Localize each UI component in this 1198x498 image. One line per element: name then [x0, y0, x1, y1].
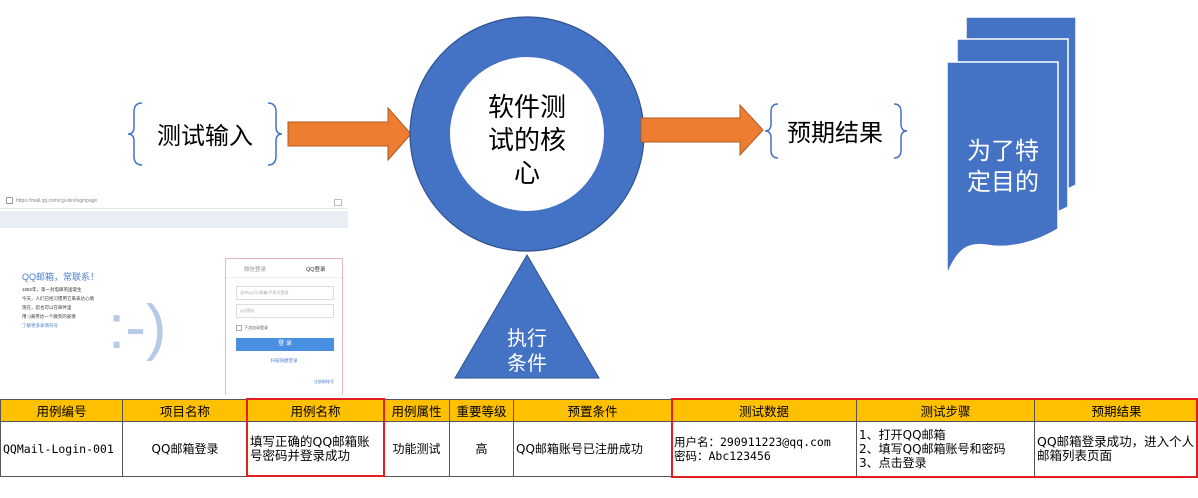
- test-data-cell: 用户名：290911223@qq.com 密码：Abc123456: [671, 421, 857, 477]
- condition-line-1: 执行: [507, 326, 547, 350]
- expected-label: 预期结果: [787, 119, 883, 147]
- lock-icon: [6, 197, 13, 205]
- expected-result-cell: QQ邮箱登录成功，进入个人邮箱列表页面: [1034, 421, 1198, 477]
- condition-triangle: [454, 254, 600, 379]
- test-case-table: 用例编号 项目名称 用例名称 用例属性 重要等级 预置条件 测试数据 测试步骤 …: [0, 399, 1198, 477]
- intro-line: 现在，您也可以在邮件里: [22, 305, 72, 310]
- table-row: QQMail-Login-001 QQ邮箱登录 填写正确的QQ邮箱账号密码并登录…: [0, 421, 1198, 477]
- test-data-line: 用户名：290911223@qq.com: [674, 435, 831, 449]
- core-ring: [410, 17, 644, 251]
- test-step-line: 1、打开QQ邮箱: [859, 428, 946, 442]
- header-cell: 预置条件: [513, 399, 672, 422]
- intro-line: 用:-)来传达一个微笑的表情: [22, 314, 76, 319]
- test-step-line: 2、填写QQ邮箱账号和密码: [859, 442, 1006, 456]
- arrow-input-to-core: [287, 106, 412, 162]
- arrow-core-to-expected: [640, 103, 764, 157]
- purpose-line-2: 定目的: [967, 168, 1039, 196]
- tab-wechat-login[interactable]: 微信登录: [244, 267, 267, 273]
- attribute-cell: 功能测试: [383, 421, 450, 477]
- input-right-brace: [267, 102, 283, 166]
- tab-qq-login[interactable]: QQ登录: [306, 267, 326, 273]
- header-cell: 测试数据: [671, 399, 857, 422]
- smiley-emoticon: :-): [108, 293, 167, 362]
- core-line-1: 软件测: [488, 93, 566, 123]
- login-tabs: 微信登录 QQ登录: [226, 259, 342, 278]
- account-input[interactable]: 支持QQ号/邮箱/手机号登录: [236, 286, 334, 300]
- header-cell: 项目名称: [122, 399, 248, 422]
- intro-link[interactable]: 了解更多表情符号: [22, 323, 58, 328]
- header-cell: 重要等级: [449, 399, 514, 422]
- precondition-cell: QQ邮箱账号已注册成功: [513, 421, 672, 477]
- input-label: 测试输入: [157, 122, 253, 150]
- register-link[interactable]: 注册新帐号: [314, 379, 334, 384]
- core-line-2: 试的核: [488, 126, 566, 156]
- test-step-line: 3、点击登录: [859, 456, 927, 470]
- priority-cell: 高: [449, 421, 514, 477]
- intro-text: 1982年，第一封电邮英国诞生 今天，人们已经习惯用它来表达心情 现在，您也可以…: [22, 285, 94, 330]
- intro-line: 1982年，第一封电邮英国诞生: [22, 287, 82, 292]
- login-panel: 微信登录 QQ登录 支持QQ号/邮箱/手机号登录 QQ密码 下次自动登录 登 录…: [225, 258, 343, 395]
- expected-right-brace: [893, 103, 908, 159]
- expected-left-brace: [764, 103, 779, 159]
- quick-login-link[interactable]: 扫描快捷登录: [270, 358, 298, 363]
- password-input[interactable]: QQ密码: [236, 304, 334, 318]
- document-stack-front: [946, 61, 1059, 276]
- input-left-brace: [127, 102, 143, 166]
- qq-mail-login-screenshot: https://mail.qq.com/cgi-bin/loginpage QQ…: [0, 195, 348, 395]
- login-button[interactable]: 登 录: [236, 338, 334, 351]
- test-steps-cell: 1、打开QQ邮箱 2、填写QQ邮箱账号和密码 3、点击登录: [856, 421, 1035, 477]
- browser-url: https://mail.qq.com/cgi-bin/loginpage: [16, 198, 98, 204]
- case-id-cell: QQMail-Login-001: [0, 421, 123, 477]
- test-data-line: 密码：Abc123456: [674, 449, 771, 463]
- project-cell: QQ邮箱登录: [122, 421, 248, 477]
- core-line-3: 心: [514, 159, 540, 189]
- header-band: [0, 211, 348, 228]
- purpose-line-1: 为了特: [967, 137, 1039, 165]
- header-cell: 测试步骤: [856, 399, 1035, 422]
- header-cell: 用例名称: [247, 399, 384, 422]
- header-cell: 用例属性: [383, 399, 450, 422]
- diagram-canvas: 测试输入 软件测 试的核 心 执行 条件 预期结果 为了特 定目的: [127, 16, 1077, 379]
- checkbox-icon: [236, 325, 242, 331]
- qq-mail-slogan: QQ邮箱，常联系！: [22, 272, 100, 282]
- browser-address-bar[interactable]: https://mail.qq.com/cgi-bin/loginpage: [0, 195, 348, 209]
- remember-label: 下次自动登录: [244, 325, 268, 331]
- condition-line-2: 条件: [507, 351, 547, 375]
- header-cell: 用例编号: [0, 399, 123, 422]
- table-header-row: 用例编号 项目名称 用例名称 用例属性 重要等级 预置条件 测试数据 测试步骤 …: [0, 399, 1198, 422]
- intro-line: 今天，人们已经习惯用它来表达心情: [22, 296, 94, 301]
- header-cell: 预期结果: [1034, 399, 1198, 422]
- case-name-cell: 填写正确的QQ邮箱账号密码并登录成功: [247, 421, 384, 477]
- remember-checkbox[interactable]: 下次自动登录: [236, 325, 268, 331]
- page-action-icon[interactable]: [334, 199, 342, 206]
